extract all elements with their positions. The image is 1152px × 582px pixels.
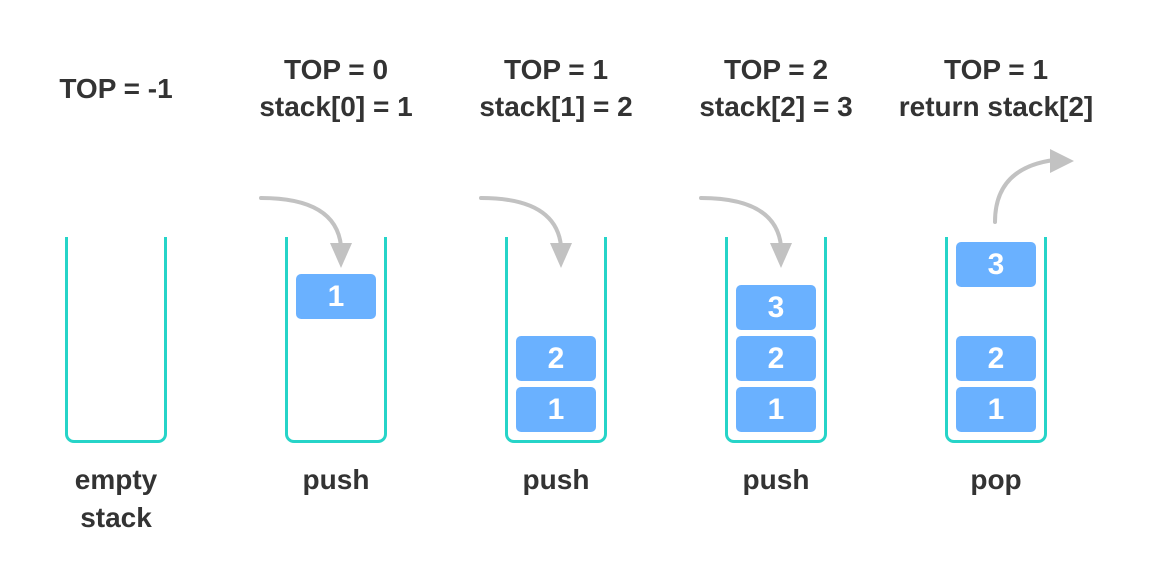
label-line-subject: stack bbox=[80, 502, 152, 533]
caption-line-assignment: stack[1] = 2 bbox=[479, 91, 633, 122]
pop-arrow-icon bbox=[993, 149, 1074, 224]
stage-push-2: TOP = 1 stack[1] = 2 1 2 push bbox=[446, 0, 666, 582]
stage-caption: TOP = 1 return stack[2] bbox=[886, 51, 1106, 125]
caption-line-assignment: stack[2] = 3 bbox=[699, 91, 853, 122]
label-line-operation: push bbox=[302, 464, 370, 495]
stack-element: 2 bbox=[516, 336, 596, 381]
push-arrow-icon bbox=[699, 196, 792, 268]
stage-caption: TOP = 1 stack[1] = 2 bbox=[446, 51, 666, 125]
stage-label: push bbox=[666, 461, 886, 499]
stage-caption: TOP = -1 bbox=[6, 70, 226, 107]
label-line-operation: empty bbox=[74, 464, 158, 495]
stack-element: 3 bbox=[736, 285, 816, 330]
stage-label: pop bbox=[886, 461, 1106, 499]
stack-container: 1 bbox=[285, 237, 387, 443]
push-arrow-icon bbox=[259, 196, 352, 268]
stack-element: 2 bbox=[956, 336, 1036, 381]
stack-element: 1 bbox=[296, 274, 376, 319]
label-line-operation: push bbox=[742, 464, 810, 495]
stage-push-3: TOP = 2 stack[2] = 3 1 2 3 push bbox=[666, 0, 886, 582]
caption-line-top: TOP = 1 bbox=[503, 54, 609, 85]
stage-pop: TOP = 1 return stack[2] 1 2 3 pop bbox=[886, 0, 1106, 582]
stage-label: empty stack bbox=[6, 461, 226, 537]
caption-line-top: TOP = 0 bbox=[283, 54, 389, 85]
stack-container: 1 2 3 bbox=[945, 237, 1047, 443]
caption-line-top: TOP = -1 bbox=[59, 73, 173, 104]
stage-label: push bbox=[226, 461, 446, 499]
caption-line-top: TOP = 1 bbox=[943, 54, 1049, 85]
stack-container bbox=[65, 237, 167, 443]
stack-element: 1 bbox=[516, 387, 596, 432]
stack-container: 1 2 3 bbox=[725, 237, 827, 443]
caption-line-top: TOP = 2 bbox=[723, 54, 829, 85]
stage-push-1: TOP = 0 stack[0] = 1 1 push bbox=[226, 0, 446, 582]
caption-line-assignment: stack[0] = 1 bbox=[259, 91, 413, 122]
stage-caption: TOP = 0 stack[0] = 1 bbox=[226, 51, 446, 125]
stack-container: 1 2 bbox=[505, 237, 607, 443]
caption-line-return: return stack[2] bbox=[898, 91, 1094, 122]
stage-empty-stack: TOP = -1 empty stack bbox=[6, 0, 226, 582]
stage-label: push bbox=[446, 461, 666, 499]
popped-element: 3 bbox=[956, 242, 1036, 287]
stack-element: 1 bbox=[956, 387, 1036, 432]
stack-element: 2 bbox=[736, 336, 816, 381]
label-line-operation: push bbox=[522, 464, 590, 495]
label-line-operation: pop bbox=[970, 464, 1022, 495]
stage-caption: TOP = 2 stack[2] = 3 bbox=[666, 51, 886, 125]
stack-element: 1 bbox=[736, 387, 816, 432]
push-arrow-icon bbox=[479, 196, 572, 268]
